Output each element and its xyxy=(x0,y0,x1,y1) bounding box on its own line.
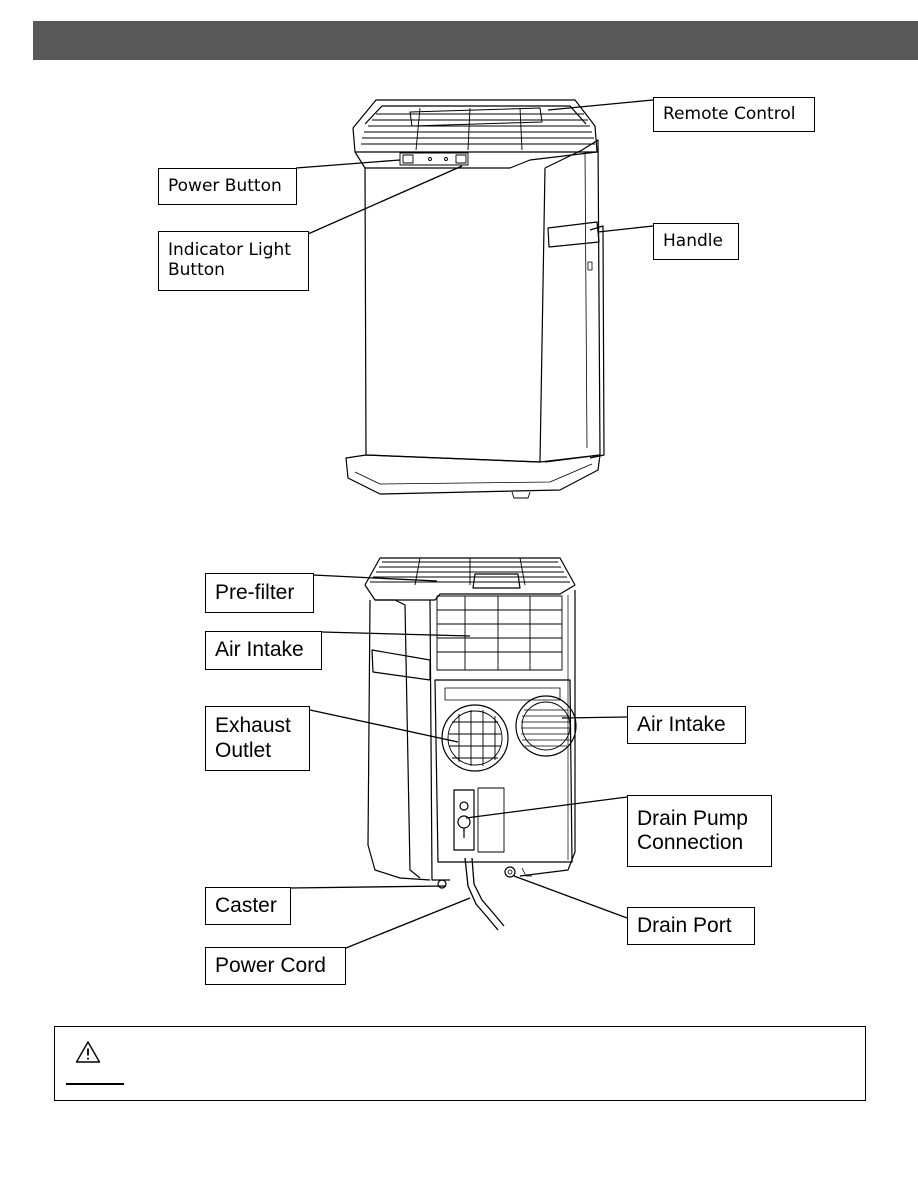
air-intake-top-label-text: Air Intake xyxy=(215,638,304,662)
indicator-label-line2: Button xyxy=(168,260,225,280)
front-control-panel xyxy=(399,152,469,166)
caster-label: Caster xyxy=(205,887,291,925)
exhaust-outlet-grille xyxy=(441,704,509,772)
power-cord-label: Power Cord xyxy=(205,947,346,985)
front-top-vents xyxy=(361,107,595,151)
warning-triangle-icon xyxy=(75,1041,101,1063)
remote-control-label-text: Remote Control xyxy=(663,103,796,124)
pre-filter-label-text: Pre-filter xyxy=(215,580,295,604)
drain-pump-label-line2: Connection xyxy=(637,831,744,854)
drain-port-label: Drain Port xyxy=(627,907,755,945)
power-button-label-text: Power Button xyxy=(168,175,282,196)
exhaust-label-line1: Exhaust xyxy=(215,714,291,738)
exhaust-outlet-label: Exhaust Outlet xyxy=(205,706,310,771)
remote-control-label: Remote Control xyxy=(653,97,815,132)
power-cord-label-text: Power Cord xyxy=(215,953,326,977)
rear-top-vents xyxy=(370,557,570,586)
indicator-light-button-label: Indicator Light Button xyxy=(158,231,309,291)
drain-pump-connection xyxy=(453,787,505,853)
rear-unit-illustration xyxy=(364,557,577,931)
air-intake-side-label-text: Air Intake xyxy=(637,712,726,736)
front-unit-illustration xyxy=(345,99,605,499)
header-bar xyxy=(33,21,918,60)
drain-pump-connection-label: Drain Pump Connection xyxy=(627,795,772,867)
leader-lines xyxy=(289,99,654,949)
drain-pump-label-line1: Drain Pump xyxy=(637,806,748,830)
side-air-intake-grille xyxy=(515,695,577,757)
warning-underline xyxy=(66,1083,124,1085)
pre-filter-label: Pre-filter xyxy=(205,573,314,613)
handle-label-text: Handle xyxy=(663,230,723,251)
caster-label-text: Caster xyxy=(215,893,277,917)
drain-port-label-text: Drain Port xyxy=(637,913,732,937)
warning-box xyxy=(54,1026,866,1101)
exhaust-label-line2: Outlet xyxy=(215,738,272,762)
power-cord xyxy=(464,857,505,931)
rear-air-intake-grille xyxy=(436,595,563,671)
air-intake-side-label: Air Intake xyxy=(627,706,746,744)
indicator-label-line1: Indicator Light xyxy=(168,240,291,261)
handle-label: Handle xyxy=(653,223,739,260)
air-intake-top-label: Air Intake xyxy=(205,631,322,670)
power-button-label: Power Button xyxy=(158,168,297,205)
